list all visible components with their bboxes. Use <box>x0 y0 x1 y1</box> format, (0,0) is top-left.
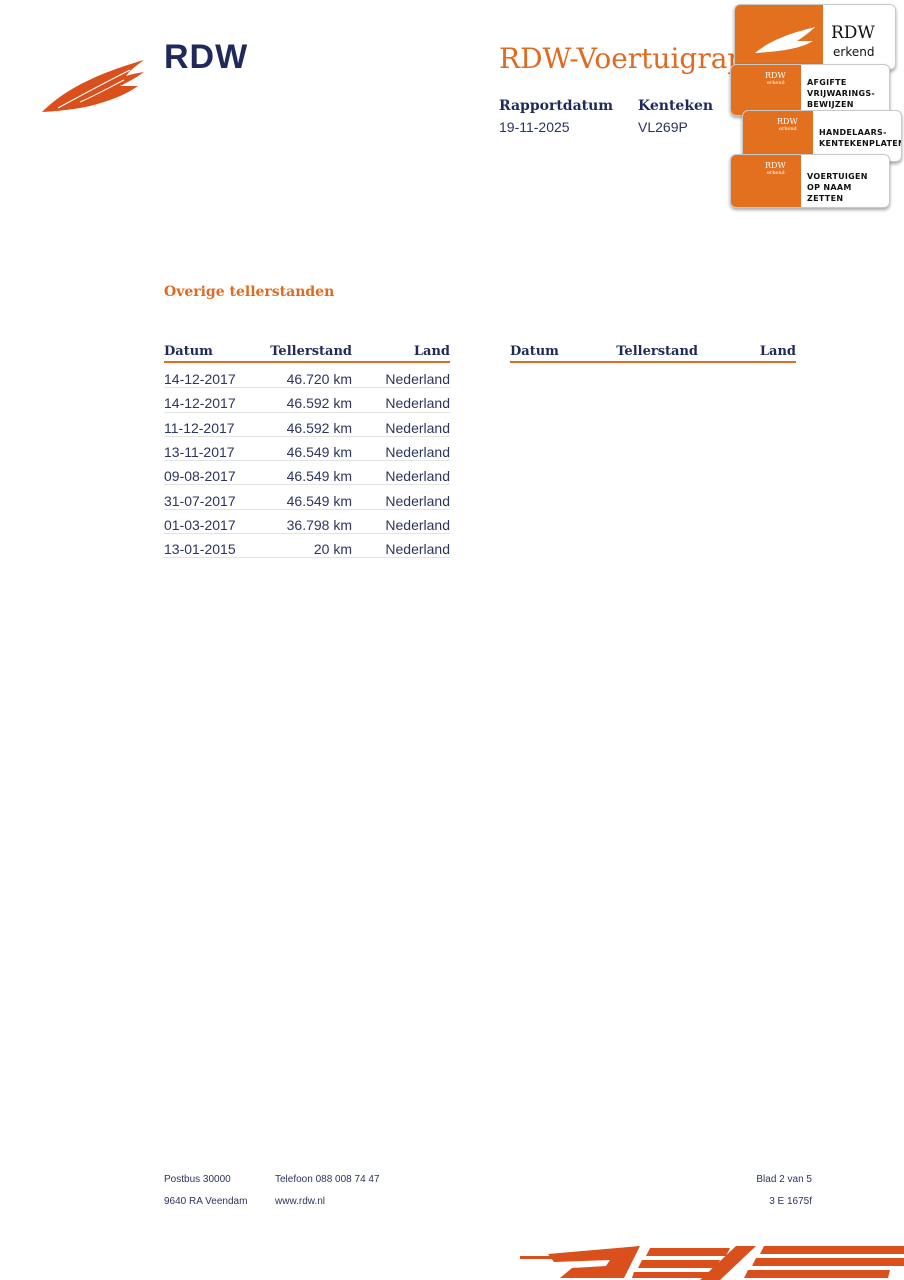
footer-telefoon: Telefoon 088 008 74 47 <box>275 1174 380 1185</box>
cell-datum: 14-12-2017 <box>164 371 236 387</box>
odometer-table-left: Datum Tellerstand Land 14-12-2017 46.720 … <box>164 344 450 574</box>
speed-stripes-icon <box>520 1246 904 1280</box>
rapportdatum-value: 19-11-2025 <box>499 119 570 135</box>
cell-tellerstand: 46.720 km <box>286 371 352 387</box>
rdw-feather-logo-icon <box>42 60 144 112</box>
report-title: RDW-Voertuigrap <box>499 42 746 75</box>
cell-tellerstand: 46.549 km <box>286 443 352 460</box>
badge-line: HANDELAARS- <box>819 128 887 137</box>
table-row: 13-11-2017 46.549 km Nederland <box>164 437 450 462</box>
badge-mini-sub: erkend <box>767 170 785 176</box>
row-divider <box>164 460 450 462</box>
cell-datum: 01-03-2017 <box>164 516 236 533</box>
table-row: 09-08-2017 46.549 km Nederland <box>164 461 450 486</box>
row-divider <box>164 557 450 559</box>
badge-line: KENTEKENPLATEN <box>819 139 902 148</box>
col-header-datum: Datum <box>164 344 213 359</box>
col-header-land: Land <box>759 344 796 359</box>
row-divider <box>164 484 450 486</box>
table-row: 13-01-2015 20 km Nederland <box>164 534 450 559</box>
badge-mini-sub: erkend <box>779 126 797 132</box>
col-header-datum: Datum <box>510 344 559 359</box>
cell-datum: 09-08-2017 <box>164 468 236 485</box>
badge-main-sub: erkend <box>833 45 875 59</box>
badge-mini-label: RDW <box>777 117 798 126</box>
badge-main-title: RDW <box>831 23 875 43</box>
cell-land: Nederland <box>385 395 450 412</box>
badge-line: OP NAAM ZETTEN <box>807 183 852 203</box>
footer-website[interactable]: www.rdw.nl <box>275 1196 326 1207</box>
row-divider <box>164 387 450 389</box>
table-row: 14-12-2017 46.720 km Nederland <box>164 364 450 389</box>
cell-tellerstand: 46.592 km <box>286 395 352 412</box>
badge-line: VRIJWARINGS- <box>807 89 876 98</box>
badge-line: AFGIFTE <box>807 78 847 87</box>
cell-land: Nederland <box>385 371 450 387</box>
brand-wordmark: RDW <box>164 38 249 76</box>
col-header-tellerstand: Tellerstand <box>270 344 352 359</box>
cell-land: Nederland <box>385 516 450 533</box>
kenteken-value: VL269P <box>638 119 688 135</box>
badge-afgifte-vrijwaringsbewijzen: RDW erkend AFGIFTE VRIJWARINGS- BEWIJZEN <box>730 64 890 116</box>
badge-mini-label: RDW <box>765 71 786 80</box>
row-divider <box>164 411 450 413</box>
col-header-tellerstand: Tellerstand <box>616 344 698 359</box>
table-row: 14-12-2017 46.592 km Nederland <box>164 388 450 413</box>
badge-mini-sub: erkend <box>767 80 785 86</box>
header-rule <box>164 361 450 363</box>
cell-datum: 14-12-2017 <box>164 395 236 412</box>
badge-line: VOERTUIGEN <box>807 172 868 181</box>
kenteken-label: Kenteken <box>638 98 714 114</box>
table-row: 31-07-2017 46.549 km Nederland <box>164 486 450 510</box>
cell-tellerstand: 36.798 km <box>286 516 352 533</box>
rdw-erkend-badges: RDW erkend RDW erkend AFGIFTE VRIJWARING… <box>728 0 904 212</box>
cell-tellerstand: 20 km <box>313 541 352 558</box>
cell-land: Nederland <box>385 492 450 509</box>
footer-postcode: 9640 RA Veendam <box>164 1196 248 1207</box>
cell-land: Nederland <box>385 443 450 460</box>
footer-page-number: Blad 2 van 5 <box>756 1174 812 1185</box>
odometer-table-right: Datum Tellerstand Land <box>510 344 796 368</box>
section-title: Overige tellerstanden <box>164 284 335 300</box>
table-row: 01-03-2017 36.798 km Nederland <box>164 510 450 535</box>
cell-datum: 31-07-2017 <box>164 492 236 509</box>
rdw-erkend-main-badge: RDW erkend <box>734 4 896 70</box>
badge-voertuigen-op-naam-zetten: RDW erkend VOERTUIGEN OP NAAM ZETTEN <box>730 154 890 208</box>
cell-land: Nederland <box>385 468 450 485</box>
table-row: 11-12-2017 46.592 km Nederland <box>164 413 450 437</box>
cell-tellerstand: 46.592 km <box>286 419 352 436</box>
row-divider <box>164 435 450 437</box>
badge-handelaarskentekenplaten: RDW erkend HANDELAARS- KENTEKENPLATEN <box>742 110 902 162</box>
cell-datum: 13-11-2017 <box>164 443 235 460</box>
footer-postbus: Postbus 30000 <box>164 1174 231 1185</box>
cell-tellerstand: 46.549 km <box>286 492 352 509</box>
rapportdatum-label: Rapportdatum <box>499 98 614 114</box>
badge-line: BEWIJZEN <box>807 100 854 109</box>
cell-tellerstand: 46.549 km <box>286 468 352 485</box>
cell-land: Nederland <box>385 419 450 436</box>
footer-document-code: 3 E 1675f <box>769 1196 812 1207</box>
cell-datum: 13-01-2015 <box>164 541 236 558</box>
col-header-land: Land <box>413 344 450 359</box>
cell-datum: 11-12-2017 <box>164 419 235 436</box>
row-divider <box>164 533 450 535</box>
rdw-erkend-badge-icon <box>755 27 815 53</box>
row-divider <box>164 508 450 510</box>
header-rule <box>510 361 796 363</box>
badge-mini-label: RDW <box>765 161 786 170</box>
cell-land: Nederland <box>385 541 450 558</box>
